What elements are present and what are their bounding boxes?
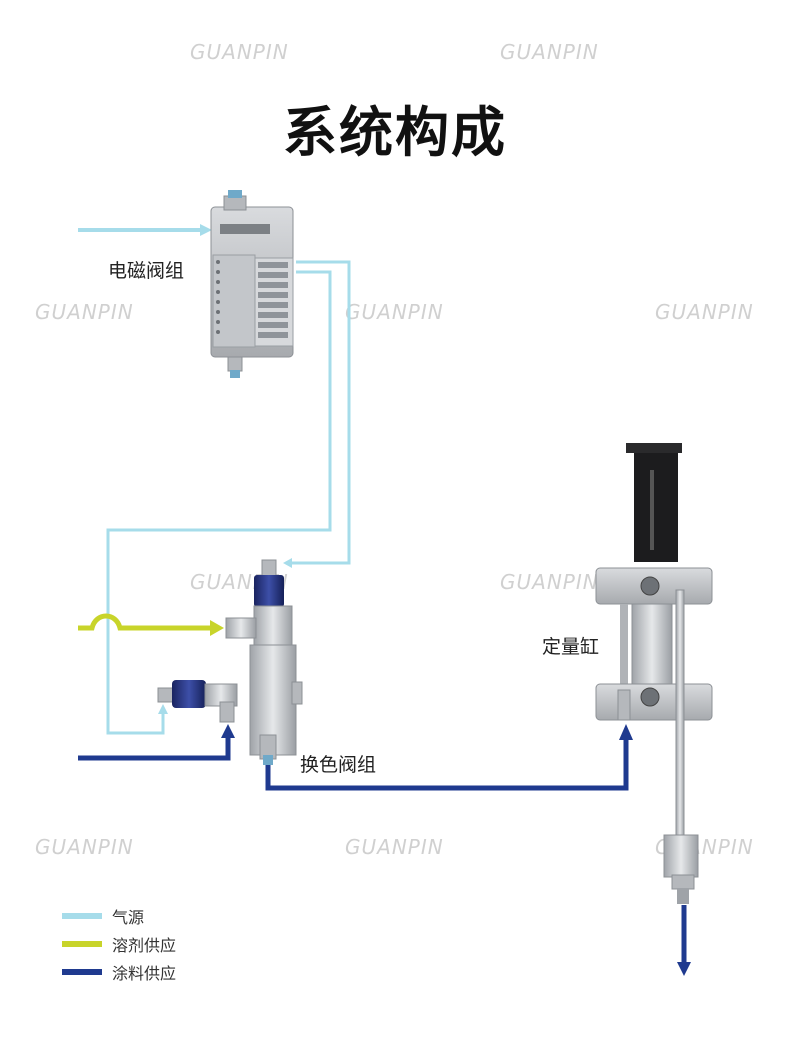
air-lines [78, 228, 351, 735]
legend: 气源 溶剂供应 涂料供应 [62, 902, 176, 986]
legend-swatch [62, 969, 102, 975]
paint-arrowhead [619, 724, 633, 740]
legend-label: 涂料供应 [112, 964, 177, 983]
watermark: GUANPIN [35, 835, 134, 859]
paint-arrowhead [221, 724, 235, 738]
air-arrowhead [283, 558, 292, 568]
metering-cylinder [595, 443, 713, 904]
legend-item-air: 气源 [62, 902, 176, 930]
paint-arrowhead [677, 962, 691, 976]
legend-label: 溶剂供应 [112, 936, 177, 955]
legend-item-paint: 涂料供应 [62, 958, 176, 986]
watermark: GUANPIN [500, 570, 599, 594]
legend-swatch [62, 913, 102, 919]
air-arrowhead [200, 224, 212, 236]
solvent-arrowhead [210, 620, 224, 636]
color-change-valve-group-label: 换色阀组 [300, 754, 377, 776]
legend-label: 气源 [112, 908, 145, 927]
air-arrowhead [158, 704, 168, 714]
watermark: GUANPIN [190, 40, 289, 64]
watermark: GUANPIN [500, 40, 599, 64]
watermark: GUANPIN [345, 835, 444, 859]
legend-swatch [62, 941, 102, 947]
metering-cylinder-label: 定量缸 [542, 636, 600, 658]
legend-item-solvent: 溶剂供应 [62, 930, 176, 958]
solenoid-valve-group-label: 电磁阀组 [108, 260, 185, 282]
watermark: GUANPIN [345, 300, 444, 324]
page-title: 系统构成 [283, 101, 507, 164]
color-change-valve-group [157, 559, 303, 765]
paint-lines [78, 738, 687, 965]
solenoid-valve-group [210, 190, 294, 378]
watermark: GUANPIN [655, 300, 754, 324]
watermark: GUANPIN [35, 300, 134, 324]
solvent-line [78, 613, 210, 631]
